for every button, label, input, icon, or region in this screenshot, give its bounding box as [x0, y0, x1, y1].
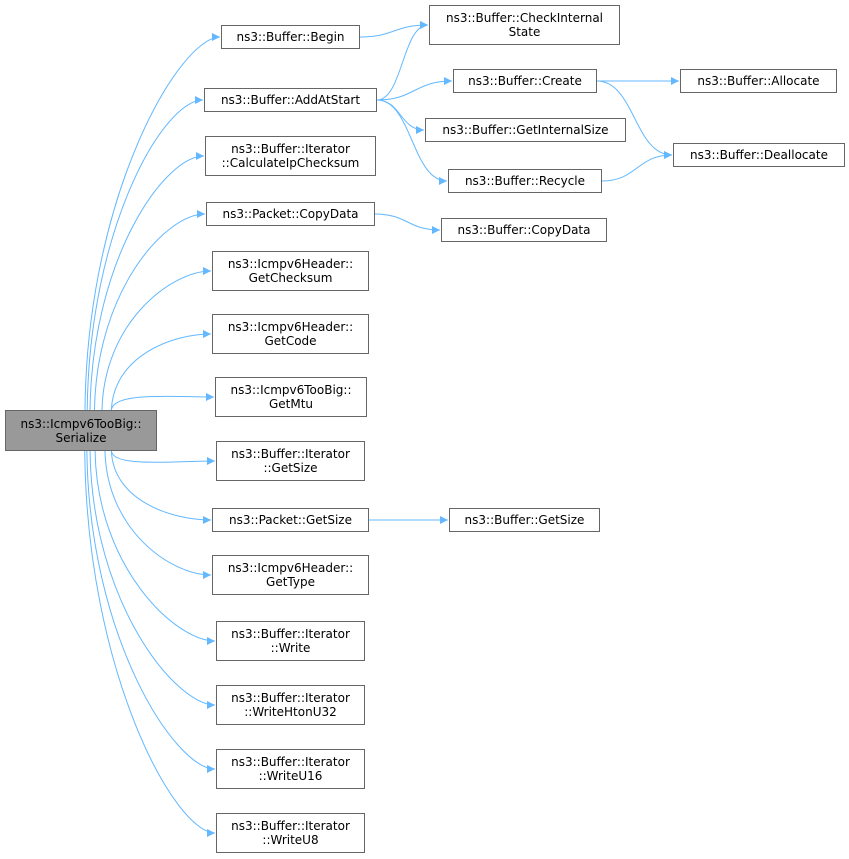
node-label-line: ns3::Buffer::Iterator — [231, 755, 350, 769]
edge-addatstart-to-checkinternalstate — [376, 21, 429, 101]
node-icmpv6header-getcode[interactable]: ns3::Icmpv6Header:: GetCode — [212, 314, 369, 354]
node-label-line: ns3::Buffer::Iterator — [231, 447, 350, 461]
node-label-line: ::WriteHtonU32 — [244, 705, 337, 719]
node-label-line: ns3::Buffer::Iterator — [231, 627, 350, 641]
node-buffer-addatstart[interactable]: ns3::Buffer::AddAtStart — [204, 88, 377, 112]
node-label-line: ns3::Buffer::GetInternalSize — [442, 123, 609, 137]
node-label-line: ns3::Buffer::Recycle — [464, 174, 586, 188]
node-label-line: GetType — [266, 575, 315, 589]
node-label-line: ns3::Icmpv6TooBig:: — [230, 383, 352, 397]
edge-serialize-to-getcode — [110, 330, 212, 411]
node-iterator-getsize[interactable]: ns3::Buffer::Iterator ::GetSize — [216, 441, 365, 481]
node-label-line: ns3::Buffer::Iterator — [231, 691, 350, 705]
node-label-line: ns3::Buffer::Allocate — [697, 74, 820, 88]
edge-serialize-to-writeu16 — [86, 450, 216, 773]
edge-serialize-to-gettype — [104, 450, 212, 579]
node-packet-copydata[interactable]: ns3::Packet::CopyData — [206, 202, 375, 226]
node-label-line: ns3::Icmpv6Header:: — [227, 257, 354, 271]
edge-serialize-to-writehtonu32 — [89, 450, 216, 709]
edge-create-to-deallocate — [596, 80, 673, 159]
edge-packetcopydata-to-buffercopydata — [374, 213, 441, 234]
node-label-line: State — [508, 25, 541, 39]
node-buffer-getinternalsize[interactable]: ns3::Buffer::GetInternalSize — [425, 118, 626, 142]
edge-serialize-to-getmtu — [110, 392, 215, 411]
node-label-line: GetMtu — [268, 397, 314, 411]
edge-serialize-to-begin — [84, 33, 221, 411]
node-buffer-copydata[interactable]: ns3::Buffer::CopyData — [441, 218, 607, 242]
node-label-line: ns3::Icmpv6Header:: — [227, 561, 354, 575]
edge-recycle-to-deallocate — [601, 151, 673, 182]
node-label-line: ns3::Packet::GetSize — [229, 513, 352, 527]
node-label-line: ::WriteU16 — [258, 769, 323, 783]
node-buffer-recycle[interactable]: ns3::Buffer::Recycle — [448, 169, 602, 193]
edge-serialize-to-itergetsize — [110, 450, 216, 466]
node-iterator-writeu8[interactable]: ns3::Buffer::Iterator ::WriteU8 — [216, 813, 365, 853]
node-label-line: ns3::Buffer::CopyData — [457, 223, 591, 237]
edge-addatstart-to-getinternalsize — [376, 99, 425, 134]
edge-addatstart-to-create — [376, 77, 453, 101]
node-label-line: ns3::Buffer::GetSize — [464, 513, 585, 527]
node-label-line: ::WriteU8 — [262, 833, 319, 847]
edge-serialize-to-packetcopydata — [93, 210, 206, 411]
node-icmpv6header-gettype[interactable]: ns3::Icmpv6Header:: GetType — [212, 555, 369, 595]
node-buffer-begin[interactable]: ns3::Buffer::Begin — [221, 25, 360, 49]
node-label-line: ::Write — [270, 641, 311, 655]
edge-serialize-to-getchecksum — [101, 267, 212, 411]
node-label-line: ::CalculateIpChecksum — [221, 156, 360, 170]
edge-serialize-to-addatstart — [86, 96, 204, 411]
node-label-line: ns3::Buffer::Iterator — [231, 142, 350, 156]
node-buffer-getsize[interactable]: ns3::Buffer::GetSize — [449, 508, 600, 532]
node-buffer-checkinternalstate[interactable]: ns3::Buffer::CheckInternal State — [429, 5, 620, 45]
edge-serialize-to-calcipchecksum — [89, 152, 205, 411]
node-label-line: ::GetSize — [263, 461, 318, 475]
node-label-line: GetChecksum — [248, 271, 333, 285]
node-label-line: ns3::Buffer::CheckInternal — [445, 11, 604, 25]
node-icmpv6toobig-getmtu[interactable]: ns3::Icmpv6TooBig:: GetMtu — [215, 377, 367, 417]
node-buffer-deallocate[interactable]: ns3::Buffer::Deallocate — [673, 143, 845, 167]
node-iterator-writehtonu32[interactable]: ns3::Buffer::Iterator ::WriteHtonU32 — [216, 685, 365, 725]
node-buffer-create[interactable]: ns3::Buffer::Create — [453, 69, 597, 93]
node-label-line: ns3::Buffer::Iterator — [231, 819, 350, 833]
edge-begin-to-checkinternalstate — [359, 21, 429, 38]
node-label-line: ns3::Icmpv6Header:: — [227, 320, 354, 334]
node-iterator-calculateipchecksum[interactable]: ns3::Buffer::Iterator ::CalculateIpCheck… — [205, 136, 376, 176]
node-label-line: ns3::Icmpv6TooBig:: — [20, 416, 142, 431]
edge-serialize-to-write — [94, 450, 216, 645]
node-label-line: GetCode — [264, 334, 317, 348]
node-label-line: ns3::Packet::CopyData — [222, 207, 359, 221]
node-label-line: ns3::Buffer::Deallocate — [690, 148, 828, 162]
edge-addatstart-to-recycle — [376, 99, 448, 185]
node-buffer-allocate[interactable]: ns3::Buffer::Allocate — [680, 69, 837, 93]
node-label-line: ns3::Buffer::Begin — [236, 30, 345, 44]
edge-serialize-to-writeu8 — [84, 450, 216, 837]
node-iterator-writeu16[interactable]: ns3::Buffer::Iterator ::WriteU16 — [216, 749, 365, 789]
node-icmpv6header-getchecksum[interactable]: ns3::Icmpv6Header:: GetChecksum — [212, 251, 369, 291]
node-label-line: ns3::Buffer::Create — [468, 74, 582, 88]
edge-serialize-to-packetgetsize — [110, 450, 212, 524]
node-label-line: Serialize — [55, 430, 107, 445]
node-icmpv6toobig-serialize: ns3::Icmpv6TooBig:: Serialize — [5, 410, 157, 451]
node-iterator-write[interactable]: ns3::Buffer::Iterator ::Write — [216, 621, 365, 661]
node-packet-getsize[interactable]: ns3::Packet::GetSize — [212, 508, 369, 532]
node-label-line: ns3::Buffer::AddAtStart — [220, 93, 361, 107]
